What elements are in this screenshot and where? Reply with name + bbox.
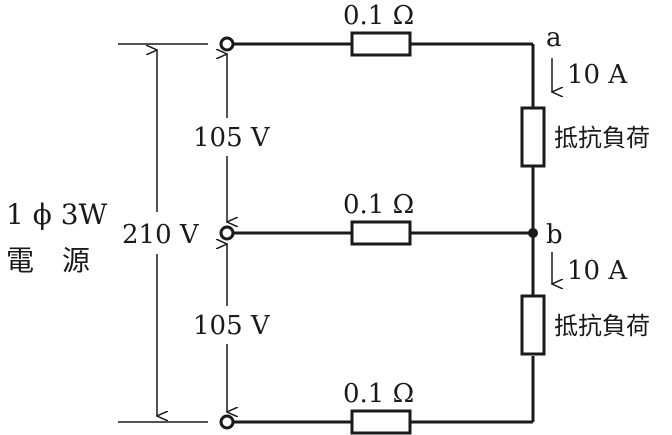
neutral-line-resistor [350, 220, 412, 246]
bottom-line-resistance-label: 0.1 Ω [343, 379, 414, 409]
terminal-bottom [219, 414, 235, 430]
lower-voltage-label: 105 V [193, 311, 271, 341]
node-a-label: a [546, 23, 562, 53]
junction-b-dot [528, 228, 538, 238]
source-name-label: 電 源 [6, 244, 90, 277]
terminal-top [219, 36, 235, 52]
top-line-resistor [350, 31, 412, 57]
neutral-line-resistance-label: 0.1 Ω [343, 190, 414, 220]
current-a-label: 10 A [567, 60, 628, 90]
node-b-label: b [546, 220, 563, 250]
load-b-label: 抵抗負荷 [554, 312, 650, 340]
terminal-neutral [219, 225, 235, 241]
source-type-label: 1 ϕ 3W [6, 198, 108, 231]
load-resistor-a [520, 106, 546, 168]
load-resistor-b [520, 294, 546, 356]
upper-voltage-label: 105 V [193, 123, 271, 153]
load-a-label: 抵抗負荷 [554, 124, 650, 152]
total-voltage-label: 210 V [122, 220, 200, 250]
current-b-label: 10 A [567, 256, 628, 286]
top-line-resistance-label: 0.1 Ω [343, 1, 414, 31]
bottom-line-resistor [350, 409, 412, 435]
